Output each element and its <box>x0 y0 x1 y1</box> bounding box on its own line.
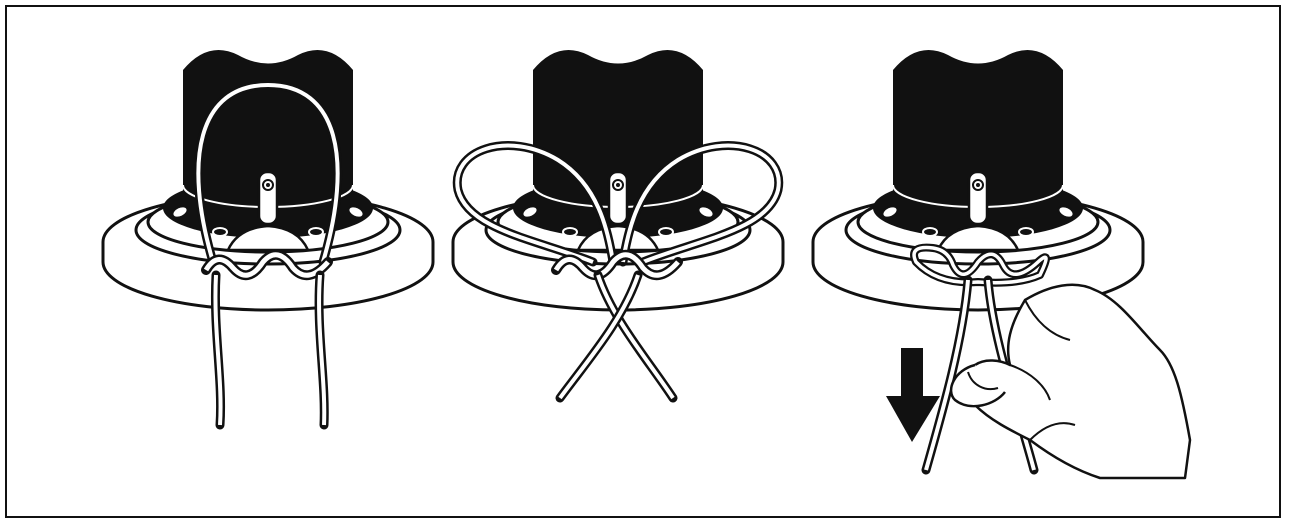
step-1-panel <box>101 48 435 430</box>
hand-icon <box>949 283 1192 480</box>
step-2-panel <box>451 48 785 403</box>
arrow-down-icon <box>886 348 940 442</box>
